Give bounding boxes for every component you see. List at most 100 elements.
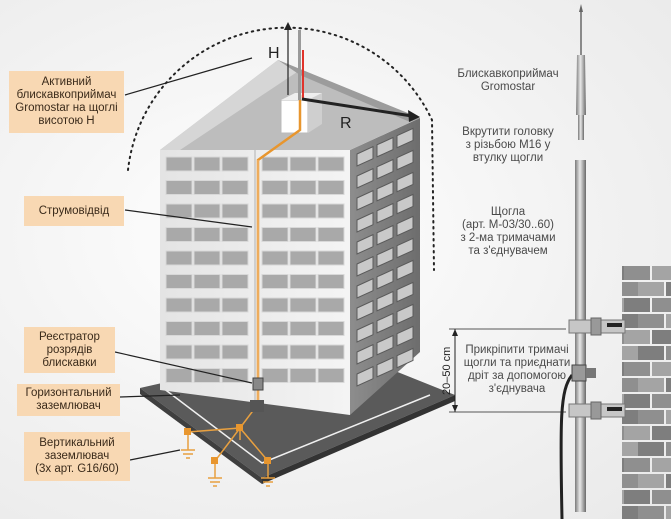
label-line: заземлювач <box>44 450 110 462</box>
note-line: втулку щогли <box>472 152 544 164</box>
mast-note: Щогла (арт. M-03/30..60) з 2-ма тримачам… <box>450 206 566 258</box>
exploded-mast <box>575 4 586 512</box>
brick <box>666 282 671 296</box>
window <box>376 356 394 378</box>
note-line: з різьбою M16 у <box>465 139 551 151</box>
window <box>289 274 317 289</box>
window <box>356 167 374 189</box>
window <box>396 149 414 171</box>
brick <box>638 474 664 488</box>
window <box>165 156 193 172</box>
window <box>221 156 249 172</box>
brick <box>624 394 650 408</box>
window <box>317 297 345 313</box>
window <box>376 290 394 312</box>
note-line: Прикріпити тримачі <box>465 344 569 356</box>
brick <box>666 474 671 488</box>
window <box>396 347 414 369</box>
window <box>356 299 374 321</box>
window <box>317 156 345 172</box>
height-symbol: H <box>268 45 280 62</box>
window <box>356 233 374 255</box>
window <box>376 136 394 158</box>
ground-slab-edge <box>140 388 262 484</box>
window <box>396 303 414 325</box>
brick <box>638 282 664 296</box>
window <box>396 281 414 303</box>
window <box>317 368 345 383</box>
screw-head-note: Вкрутити головку з різьбою M16 у втулку … <box>450 126 566 165</box>
label-line: Реєстратор <box>39 330 100 343</box>
horizontal-earth-ring <box>162 387 431 464</box>
window <box>396 215 414 237</box>
window <box>221 274 249 289</box>
brick <box>624 490 650 504</box>
window <box>317 344 345 360</box>
brick <box>652 426 671 440</box>
window <box>356 255 374 277</box>
label-line: заземлювач <box>36 400 101 412</box>
side-windows <box>356 127 414 387</box>
window <box>193 344 221 360</box>
window <box>317 227 345 242</box>
strike-counter-label: Реєстратор розрядів блискавки <box>24 327 115 373</box>
brick <box>666 442 671 456</box>
vertical-earth-label: Вертикальний заземлювач (3х арт. G16/60) <box>24 432 130 481</box>
brick <box>624 362 650 376</box>
terminal-note: Блискавкоприймач Gromostar <box>450 68 566 94</box>
brick <box>666 314 671 328</box>
window <box>193 203 221 219</box>
window <box>193 321 221 336</box>
note-line: щогли та приєднати <box>463 357 571 369</box>
bracket-spacing-label: 20–50 cm <box>441 347 453 395</box>
window <box>165 250 193 266</box>
note-line: (арт. M-03/30..60) <box>462 219 554 231</box>
window <box>356 343 374 365</box>
strike-counter-device <box>252 377 264 391</box>
window <box>356 211 374 233</box>
label-line: блискавкоприймач <box>16 89 117 101</box>
note-line: та з'єднувачем <box>468 245 548 257</box>
brick <box>624 330 650 344</box>
window <box>165 321 193 336</box>
brick <box>624 298 650 312</box>
window <box>289 203 317 219</box>
window <box>376 202 394 224</box>
window <box>193 227 221 242</box>
window <box>376 224 394 246</box>
note-line: з 2-ма тримачами <box>460 232 556 244</box>
brick <box>638 378 664 392</box>
window <box>317 203 345 219</box>
window <box>356 321 374 343</box>
window <box>396 259 414 281</box>
note-line: Gromostar <box>480 81 536 93</box>
window <box>165 180 193 195</box>
label-line: Активний <box>41 76 92 88</box>
horizontal-earth-label: Горизонтальний заземлювач <box>17 384 120 416</box>
conductor-cable <box>559 374 574 519</box>
window <box>165 344 193 360</box>
window <box>289 156 317 172</box>
active-terminal-label: Активний блискавкоприймач Gromostar на щ… <box>9 71 124 133</box>
window <box>317 180 345 195</box>
radius-arrow <box>301 97 413 118</box>
window <box>193 180 221 195</box>
brick <box>652 362 671 376</box>
window <box>221 250 249 266</box>
window <box>221 180 249 195</box>
window <box>396 325 414 347</box>
brick <box>638 346 664 360</box>
window <box>261 297 289 313</box>
brick <box>652 298 671 312</box>
radius-symbol: R <box>340 115 352 132</box>
window <box>221 368 249 383</box>
window <box>376 268 394 290</box>
window <box>261 321 289 336</box>
window <box>193 156 221 172</box>
window <box>396 237 414 259</box>
window <box>356 365 374 387</box>
brick-wall <box>622 266 671 519</box>
brick <box>624 458 650 472</box>
window <box>289 368 317 383</box>
window <box>221 297 249 313</box>
